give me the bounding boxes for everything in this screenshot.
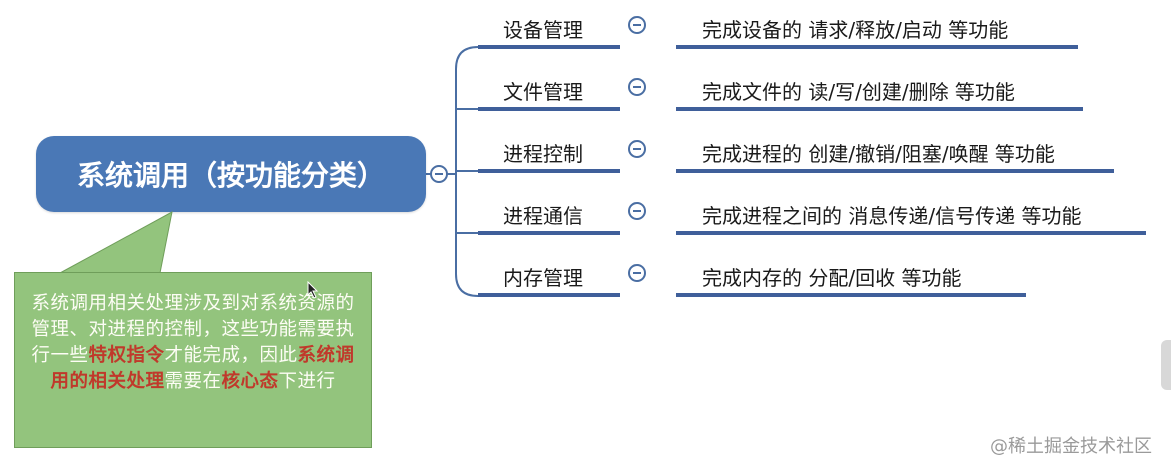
branch-label-file: 文件管理 xyxy=(503,80,583,104)
branch-label-memory: 内存管理 xyxy=(503,266,583,290)
branch-label-device: 设备管理 xyxy=(503,18,583,42)
branch-collapse-toggle[interactable] xyxy=(628,264,646,282)
mouse-cursor-icon xyxy=(307,281,319,299)
branch-desc-memory: 完成内存的 分配/回收 等功能 xyxy=(702,266,962,290)
branch-underline xyxy=(478,293,620,297)
leaf-underline xyxy=(676,231,1146,235)
callout-highlight-kernel: 核心态 xyxy=(221,371,279,392)
side-scroll-handle[interactable] xyxy=(1161,340,1171,390)
branch-desc-device: 完成设备的 请求/释放/启动 等功能 xyxy=(702,18,1009,42)
branch-underline xyxy=(478,169,620,173)
root-label: 系统调用（按功能分类） xyxy=(76,159,385,192)
callout-text-3: 需要在 xyxy=(164,371,222,392)
branch-label-process-control: 进程控制 xyxy=(503,142,583,166)
branch-desc-file: 完成文件的 读/写/创建/删除 等功能 xyxy=(702,80,1015,104)
leaf-underline xyxy=(676,169,1114,173)
branch-underline xyxy=(478,107,620,111)
branch-collapse-toggle[interactable] xyxy=(628,78,646,96)
branch-collapse-toggle[interactable] xyxy=(628,140,646,158)
branch-desc-process-control: 完成进程的 创建/撤销/阻塞/唤醒 等功能 xyxy=(702,142,1055,166)
branch-collapse-toggle[interactable] xyxy=(628,16,646,34)
leaf-underline xyxy=(676,107,1083,111)
branch-label-ipc: 进程通信 xyxy=(503,204,583,228)
leaf-underline xyxy=(676,293,1026,297)
root-collapse-toggle[interactable] xyxy=(430,165,448,183)
callout-text-1: 系统调用相关处理涉及到对系统资源的管理、对进程的控制，这些功能需要执行一些 xyxy=(31,293,355,366)
leaf-underline xyxy=(676,45,1078,49)
branch-underline xyxy=(478,45,620,49)
branch-collapse-toggle[interactable] xyxy=(628,202,646,220)
callout-highlight-syscall: 系统调用的相关处理 xyxy=(50,345,355,392)
callout-text-2: 才能完成，因此 xyxy=(164,345,298,366)
callout-highlight-privileged: 特权指令 xyxy=(88,345,165,366)
root-node[interactable]: 系统调用（按功能分类） xyxy=(36,136,426,212)
watermark: @稀土掘金技术社区 xyxy=(990,436,1152,457)
branch-underline xyxy=(478,231,620,235)
branch-desc-ipc: 完成进程之间的 消息传递/信号传递 等功能 xyxy=(702,204,1082,228)
callout-note: 系统调用相关处理涉及到对系统资源的管理、对进程的控制，这些功能需要执行一些特权指… xyxy=(14,272,372,448)
callout-text-4: 下进行 xyxy=(278,371,336,392)
